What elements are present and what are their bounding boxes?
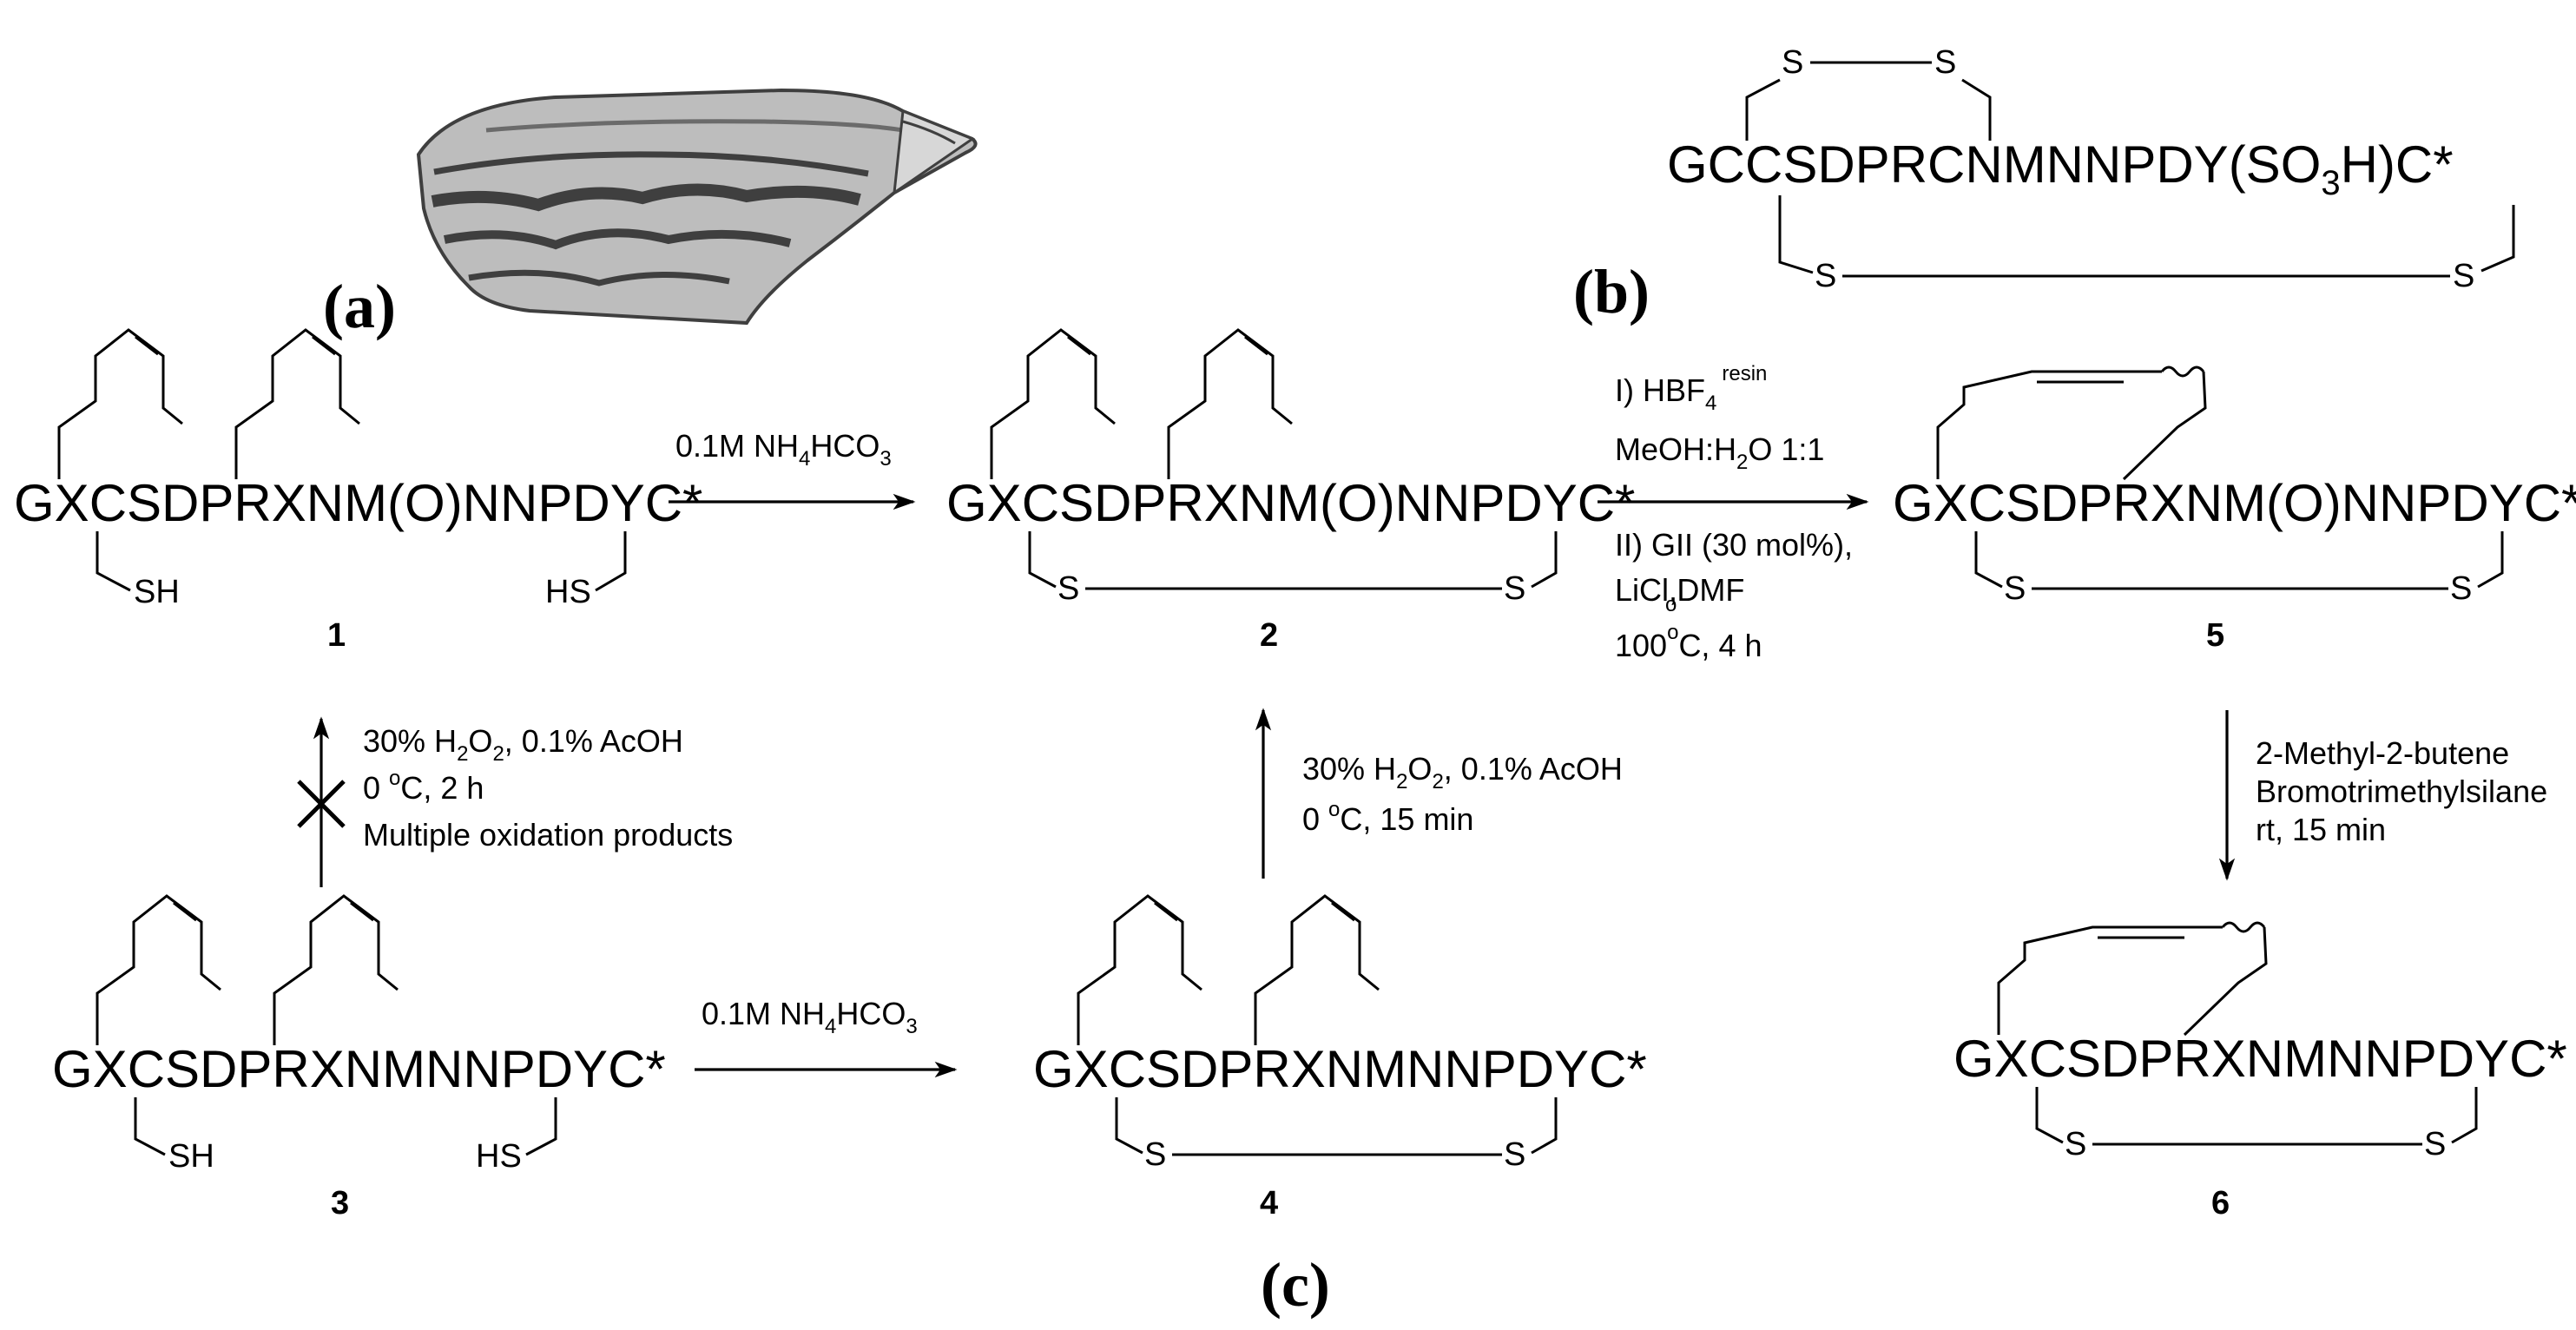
compound-2-number: 2 bbox=[1260, 617, 1278, 654]
condition-2-to-5-line-3: II) GII (30 mol%), bbox=[1615, 527, 1853, 563]
condition-3-to-1-line-1: 30% H2O2, 0.1% AcOH bbox=[363, 723, 683, 766]
condition-4-to-2: 30% H2O2, 0.1% AcOH 0 oC, 15 min bbox=[1302, 751, 1623, 837]
compound-4-sequence: GXCSDPRXNMNNPDYC* bbox=[1033, 1040, 1647, 1098]
panel-b-sulfur-2: S bbox=[1934, 44, 1956, 81]
condition-5-to-6-line-1: 2-Methyl-2-butene bbox=[2256, 735, 2509, 771]
condition-2-to-5: I) HBF4resin MeOH:H2O 1:1 II) GII (30 mo… bbox=[1615, 362, 1853, 663]
compound-5-sulfur-left: S bbox=[2004, 570, 2026, 607]
compound-6-number: 6 bbox=[2211, 1185, 2230, 1221]
compound-6: GXCSDPRXNMNNPDYC* S S 6 bbox=[1953, 921, 2567, 1221]
condition-4-to-2-line-1: 30% H2O2, 0.1% AcOH bbox=[1302, 751, 1623, 793]
condition-3-to-1: 30% H2O2, 0.1% AcOH 0 oC, 2 h Multiple o… bbox=[363, 723, 733, 853]
compound-4-number: 4 bbox=[1260, 1185, 1278, 1221]
condition-3-to-4: 0.1M NH4HCO3 bbox=[702, 996, 918, 1038]
panel-b-sulfur-1: S bbox=[1782, 44, 1803, 81]
compound-5-sequence: GXCSDPRXNM(O)NNPDYC* bbox=[1893, 474, 2576, 532]
panel-label-b: (b) bbox=[1573, 257, 1650, 326]
compound-3-thiol-left: SH bbox=[168, 1138, 214, 1175]
condition-5-to-6: 2-Methyl-2-butene Bromotrimethylsilane r… bbox=[2256, 735, 2547, 847]
compound-1-thiol-right: HS bbox=[545, 574, 591, 610]
condition-5-to-6-line-3: rt, 15 min bbox=[2256, 812, 2386, 847]
compound-5-number: 5 bbox=[2206, 617, 2224, 654]
panel-label-a: (a) bbox=[323, 272, 396, 341]
panel-b-structure: GCCSDPRCNMNNPDY(SO3H)C* S S S S bbox=[1667, 44, 2515, 294]
condition-2-to-5-line-1: I) HBF4resin bbox=[1615, 362, 1767, 415]
compound-3-sequence: GXCSDPRXNMNNPDYC* bbox=[52, 1040, 666, 1098]
panel-b-sulfur-3: S bbox=[1815, 258, 1836, 294]
compound-5-sulfur-right: S bbox=[2450, 570, 2472, 607]
compound-2-sulfur-right: S bbox=[1504, 570, 1525, 607]
compound-4: GXCSDPRXNMNNPDYC* S S 4 bbox=[1033, 894, 1647, 1221]
condition-3-to-1-line-3: Multiple oxidation products bbox=[363, 817, 733, 853]
compound-1: GXCSDPRXNM(O)NNPDYC* SH HS 1 bbox=[14, 328, 702, 654]
compound-4-sulfur-right: S bbox=[1504, 1136, 1525, 1173]
compound-6-sulfur-right: S bbox=[2424, 1126, 2446, 1162]
condition-1-to-2: 0.1M NH4HCO3 bbox=[675, 428, 892, 471]
compound-1-sequence: GXCSDPRXNM(O)NNPDYC* bbox=[14, 474, 702, 532]
condition-3-to-1-line-2: 0 oC, 2 h bbox=[363, 767, 484, 806]
cone-snail-shell-illustration bbox=[416, 88, 978, 326]
failed-reaction-cross-icon bbox=[297, 780, 346, 828]
compound-1-number: 1 bbox=[327, 617, 346, 654]
condition-2-to-5-line-4: LiCl,oDMF bbox=[1615, 572, 1744, 616]
condition-4-to-2-line-2: 0 oC, 15 min bbox=[1302, 798, 1473, 837]
condition-5-to-6-line-2: Bromotrimethylsilane bbox=[2256, 774, 2547, 809]
condition-2-to-5-line-2: MeOH:H2O 1:1 bbox=[1615, 431, 1824, 474]
compound-5: GXCSDPRXNM(O)NNPDYC* S S 5 bbox=[1893, 365, 2576, 654]
compound-3-thiol-right: HS bbox=[476, 1138, 522, 1175]
compound-1-thiol-left: SH bbox=[134, 574, 180, 610]
compound-6-sulfur-left: S bbox=[2065, 1126, 2086, 1162]
condition-2-to-5-line-5: 100oC, 4 h bbox=[1615, 621, 1762, 663]
compound-3-number: 3 bbox=[331, 1185, 349, 1221]
panel-b-sequence: GCCSDPRCNMNNPDY(SO3H)C* bbox=[1667, 135, 2454, 202]
compound-2-sequence: GXCSDPRXNM(O)NNPDYC* bbox=[946, 474, 1635, 532]
compound-6-sequence: GXCSDPRXNMNNPDYC* bbox=[1953, 1030, 2567, 1088]
compound-2: GXCSDPRXNM(O)NNPDYC* S S 2 bbox=[946, 328, 1635, 654]
compound-2-sulfur-left: S bbox=[1057, 570, 1079, 607]
panel-label-c: (c) bbox=[1261, 1250, 1330, 1320]
compound-4-sulfur-left: S bbox=[1144, 1136, 1166, 1173]
panel-b-sulfur-4: S bbox=[2453, 258, 2474, 294]
compound-3: GXCSDPRXNMNNPDYC* SH HS 3 bbox=[52, 894, 666, 1221]
